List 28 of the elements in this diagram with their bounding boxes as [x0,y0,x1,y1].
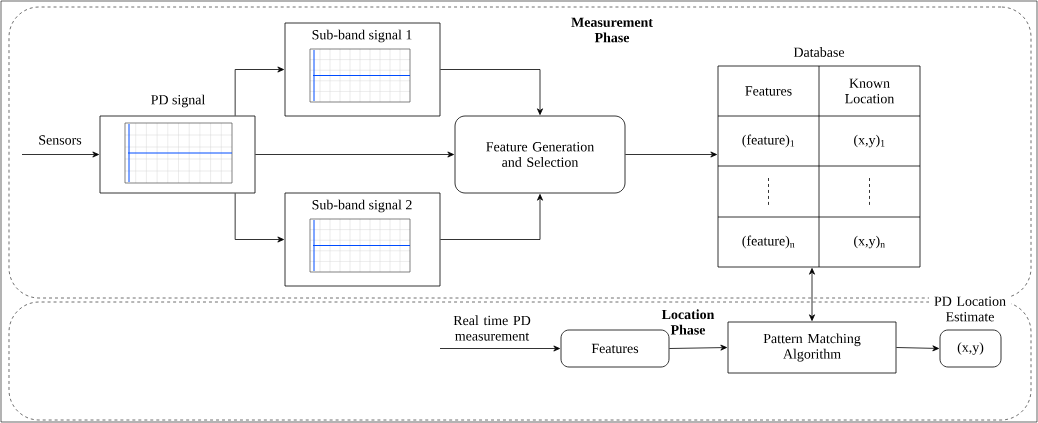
table-cell: (x,y)$_{n}$ [854,235,885,249]
process-box: Pattern Matching Algorithm [727,321,897,374]
signal-box: Sub-band signal 1 [284,22,441,117]
table-cell: (feature)$_{n}$ [742,235,795,249]
arrow [809,268,815,321]
process-box: Feature Generation and Selection [454,115,626,194]
table-cell: Known Location [845,78,895,104]
signal-box: Sub-band signal 2 [284,192,441,287]
arrow [625,151,717,158]
signal-box: PD signal [99,94,256,194]
arrow [669,344,727,351]
edge-label: Sensors [39,135,82,145]
process-box: Features [560,329,670,368]
table-title: Database [793,47,845,57]
edge-label: Real time PD measurement [453,315,531,341]
result-box: (x,y) [939,329,1002,368]
arrow [896,345,939,352]
arrow [234,66,284,116]
arrow [234,193,284,243]
table-cell: (feature)$_{1}$ [742,134,795,148]
table-cell: (x,y)$_{1}$ [854,134,885,148]
arrow [255,151,454,158]
arrow [440,69,543,115]
arrow [439,345,560,352]
arrow [21,151,99,158]
result-caption: PD Location Estimate [929,295,1011,323]
table-cell: Features [745,86,792,96]
arrow [440,194,543,240]
